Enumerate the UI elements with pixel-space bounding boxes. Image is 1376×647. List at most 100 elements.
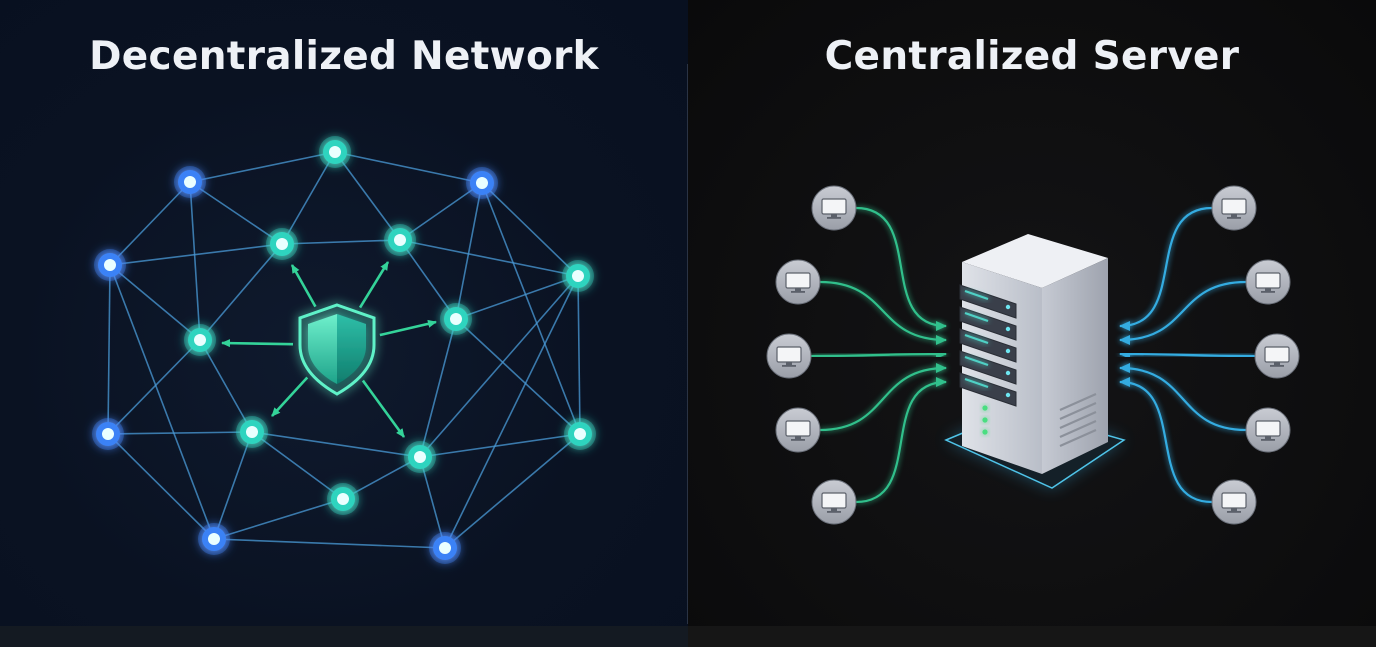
- client-link-left: [819, 280, 947, 345]
- monitor-icon: [775, 259, 821, 305]
- network-link: [109, 264, 215, 540]
- client-link-right: [1119, 206, 1213, 331]
- status-led: [982, 417, 988, 423]
- network-link: [444, 275, 579, 549]
- monitor-icon: [1245, 259, 1291, 305]
- teal-node: [319, 136, 351, 168]
- network-link: [199, 243, 283, 341]
- network-link: [199, 339, 253, 433]
- teal-node: [266, 228, 298, 260]
- server-vent: [1059, 428, 1097, 448]
- outward-arrow: [290, 264, 317, 308]
- client-link-left: [855, 206, 947, 331]
- monitor-icon: [775, 407, 821, 453]
- network-link: [109, 181, 191, 266]
- network-link: [189, 181, 283, 245]
- decentralized-panel: Decentralized Network: [0, 0, 688, 647]
- teal-node: [564, 418, 596, 450]
- server-vent: [1059, 410, 1097, 430]
- blue-node: [198, 523, 230, 555]
- network-link: [213, 538, 446, 549]
- monitor-icon: [811, 185, 857, 231]
- network-link: [334, 151, 401, 241]
- status-led: [982, 405, 988, 411]
- bottom-strip: [0, 626, 1376, 647]
- server-drive-bay: [959, 306, 1017, 341]
- decentralized-title: Decentralized Network: [89, 34, 599, 79]
- network-link: [399, 182, 483, 241]
- network-link: [481, 182, 579, 277]
- server-drive-bay: [959, 328, 1017, 363]
- network-link: [251, 431, 421, 458]
- teal-node: [236, 416, 268, 448]
- monitor-icon: [1211, 185, 1257, 231]
- client-link-right: [1119, 377, 1213, 504]
- monitor-icon: [811, 479, 857, 525]
- shield-icon: [298, 303, 376, 396]
- monitor-icon: [1211, 479, 1257, 525]
- network-link: [213, 431, 253, 540]
- network-link: [399, 239, 579, 277]
- server-vent: [1059, 392, 1097, 412]
- network-link: [213, 498, 344, 540]
- server-drive-bay: [959, 350, 1017, 385]
- outward-arrow: [358, 261, 390, 309]
- centralized-title: Centralized Server: [824, 34, 1240, 79]
- teal-node: [562, 260, 594, 292]
- decentralized-network-diagram: [92, 136, 596, 564]
- outward-arrow: [361, 379, 406, 438]
- blue-node: [174, 166, 206, 198]
- centralized-panel: Centralized Server: [688, 0, 1376, 647]
- network-link: [107, 433, 215, 540]
- network-link: [109, 264, 201, 341]
- blue-node: [466, 167, 498, 199]
- outward-arrow: [271, 376, 309, 417]
- centralized-server-diagram: [766, 185, 1300, 525]
- panel-divider: [687, 64, 688, 624]
- network-link: [419, 318, 457, 458]
- teal-node: [184, 324, 216, 356]
- network-link: [577, 275, 581, 435]
- network-link: [281, 239, 401, 245]
- server-drive-bay: [959, 284, 1017, 319]
- network-link: [109, 243, 283, 266]
- server-vent: [1059, 419, 1097, 439]
- network-link: [107, 264, 111, 435]
- status-led: [982, 429, 988, 435]
- network-link: [281, 151, 336, 245]
- outward-arrow: [379, 319, 437, 337]
- network-link: [455, 275, 579, 320]
- server-drive-bay: [959, 372, 1017, 407]
- client-link-right: [1119, 349, 1256, 360]
- network-link: [334, 151, 483, 184]
- monitor-icon: [1254, 333, 1300, 379]
- client-link-left: [810, 349, 947, 360]
- client-link-left: [819, 363, 947, 432]
- outward-arrow: [221, 339, 294, 348]
- teal-node: [440, 303, 472, 335]
- network-link: [251, 431, 344, 500]
- monitor-icon: [766, 333, 812, 379]
- network-link: [189, 151, 336, 183]
- network-link: [107, 339, 201, 435]
- blue-node: [429, 532, 461, 564]
- teal-node: [327, 483, 359, 515]
- network-link: [189, 181, 201, 341]
- network-link: [107, 431, 253, 435]
- teal-node: [404, 441, 436, 473]
- network-link: [419, 275, 579, 458]
- monitor-icon: [1245, 407, 1291, 453]
- blue-node: [94, 249, 126, 281]
- network-link: [481, 182, 581, 435]
- client-link-left: [855, 377, 947, 504]
- blue-node: [92, 418, 124, 450]
- client-link-right: [1119, 280, 1247, 345]
- network-link: [455, 318, 581, 435]
- server-vent: [1059, 401, 1097, 421]
- network-link: [444, 433, 581, 549]
- teal-node: [384, 224, 416, 256]
- network-link: [399, 239, 457, 320]
- network-link: [419, 433, 581, 458]
- network-link: [455, 182, 483, 320]
- server-icon: [959, 234, 1108, 474]
